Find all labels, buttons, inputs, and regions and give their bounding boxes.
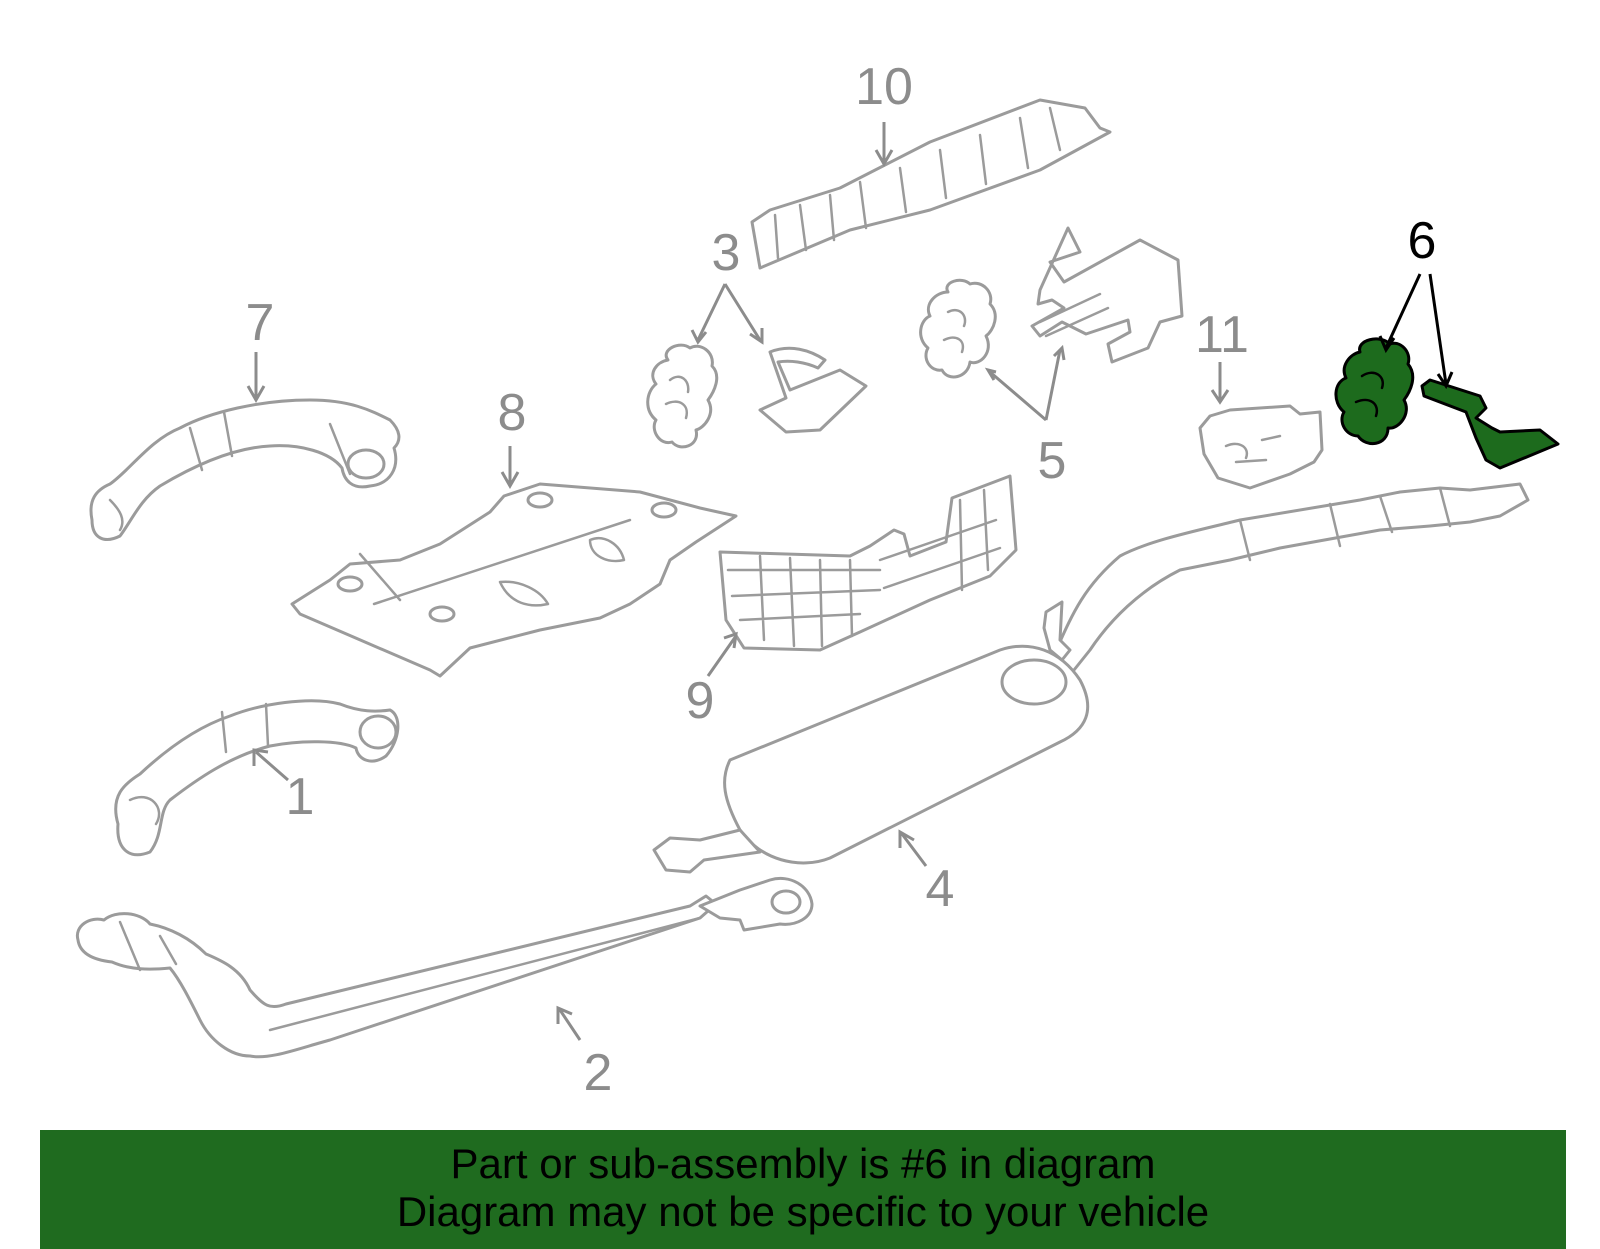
part-5-hanger-bracket[interactable]	[1030, 226, 1184, 364]
part-1-crossover-pipe[interactable]	[114, 699, 400, 857]
callout-9: 9	[686, 672, 715, 730]
part-6-hanger-bracket[interactable]	[1420, 378, 1560, 470]
callout-8-arrow	[500, 446, 520, 490]
callout-3: 3	[712, 224, 741, 282]
callout-11-arrow	[1210, 362, 1230, 405]
part-2-converter-pipe[interactable]	[75, 877, 814, 1059]
part-3-hanger-bracket[interactable]	[758, 346, 868, 434]
callout-4-arrow	[898, 829, 928, 867]
part-9-heat-shield[interactable]	[718, 474, 1018, 652]
callout-7: 7	[246, 294, 275, 352]
callout-6-arrows	[1378, 273, 1454, 390]
callout-2: 2	[584, 1044, 613, 1102]
part-7-front-pipe[interactable]	[89, 398, 401, 541]
banner-line-2: Diagram may not be specific to your vehi…	[396, 1188, 1210, 1235]
info-banner: Part or sub-assembly is #6 in diagram Di…	[40, 1130, 1566, 1249]
banner-line-1: Part or sub-assembly is #6 in diagram	[450, 1140, 1156, 1187]
callout-8: 8	[498, 384, 527, 442]
part-10-heat-shield[interactable]	[750, 98, 1112, 270]
callout-2-arrow	[556, 1005, 582, 1041]
callout-4: 4	[926, 860, 955, 918]
part-11-heat-shield[interactable]	[1198, 404, 1324, 490]
callout-11: 11	[1195, 306, 1249, 364]
callout-1-arrow	[252, 748, 289, 782]
callout-10: 10	[855, 58, 913, 116]
exhaust-system-diagram: 10 3 5 11 6 7	[75, 58, 1560, 1102]
callout-6: 6	[1408, 212, 1437, 270]
callout-7-arrow	[246, 352, 266, 404]
part-3-hanger-insulator[interactable]	[646, 343, 719, 449]
callout-3-arrows	[690, 283, 764, 345]
callout-10-arrow	[874, 122, 894, 168]
callout-9-arrow	[706, 631, 738, 677]
callout-5-arrows	[984, 344, 1066, 422]
part-5-hanger-insulator[interactable]	[919, 278, 997, 379]
part-8-floor-heat-shield[interactable]	[290, 482, 738, 678]
callout-5: 5	[1038, 432, 1067, 490]
part-4-muffler-tailpipe[interactable]	[652, 482, 1530, 874]
part-6-hanger-insulator[interactable]	[1334, 337, 1415, 445]
callout-1: 1	[286, 768, 315, 826]
